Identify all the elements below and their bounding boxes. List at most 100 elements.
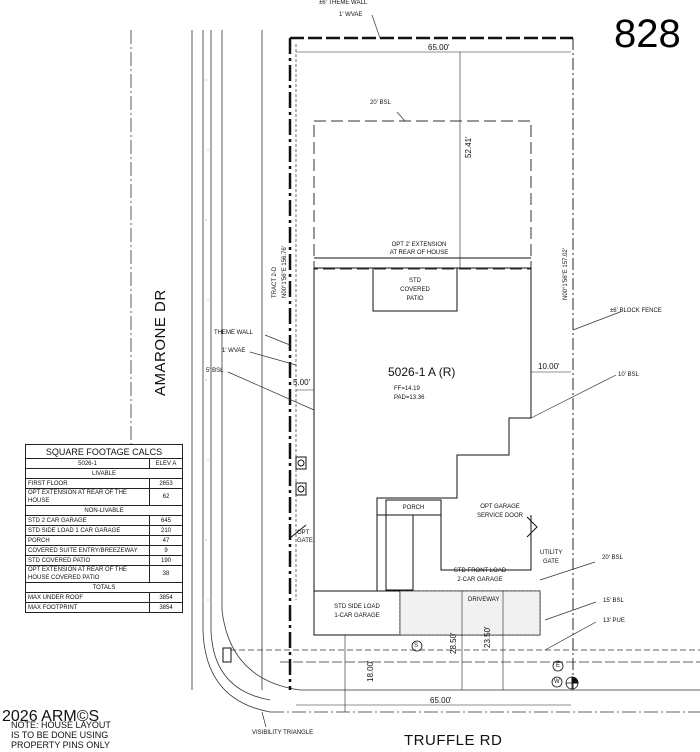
row-value: 3854 (149, 592, 183, 603)
row-label: MAX UNDER ROOF (25, 592, 150, 603)
wvae-left-label: 1' WVAE (222, 348, 246, 354)
ff-elevation: FF=14.19 (394, 386, 420, 392)
note-line-3: PROPERTY PINS ONLY (11, 740, 111, 750)
driveway-label: DRIVEWAY (468, 597, 500, 603)
side-load-line-1: STD SIDE LOAD (334, 604, 380, 610)
porch-label: PORCH (402, 505, 425, 511)
truffle-rd-label: TRUFFLE RD (404, 732, 503, 749)
row-value: 62 (149, 488, 183, 506)
property-boundary (288, 36, 574, 690)
note-line-2: IS TO BE DONE USING (11, 730, 109, 740)
rear-bsl-label: 20' BSL (370, 100, 391, 106)
east-line-bearing: N00°1'56"E 157.02' (563, 248, 569, 300)
row-value: 38 (149, 565, 183, 583)
table-row: STD 2 CAR GARAGE 645 (25, 515, 183, 526)
dimension-lines (296, 51, 571, 712)
west-line-bearing: N00°1'56"E 156.76' (282, 246, 288, 298)
table-title: SQUARE FOOTAGE CALCS (25, 444, 183, 459)
sidewalk-stipple (205, 79, 209, 601)
table-row: COVERED SUITE ENTRY/BREEZEWAY 9 (25, 545, 183, 556)
row-value: 2653 (149, 478, 183, 489)
copyright-watermark: 2026 ARM©S (2, 708, 100, 725)
row-label: OPT EXTENSION AT REAR OF THE HOUSE (25, 488, 150, 506)
bsl-right-label: 10' BSL (618, 372, 639, 378)
nonlivable-header: NON-LIVABLE (25, 505, 183, 516)
row-label: OPT EXTENSION AT REAR OF THE HOUSE COVER… (25, 565, 150, 583)
front-setback-dim: 18.00' (366, 660, 375, 682)
row-value: 210 (149, 525, 183, 536)
totals-header: TOTALS (25, 582, 183, 593)
square-footage-table: SQUARE FOOTAGE CALCS 5026-1 ELEV A LIVAB… (25, 444, 183, 613)
utility-boxes (222, 456, 307, 663)
opt-gate-line-2: GATE (297, 538, 313, 544)
utility-gate-line-1: UTILITY (540, 550, 563, 556)
electric-symbol: E (556, 663, 561, 669)
table-row: OPT EXTENSION AT REAR OF THE HOUSE COVER… (25, 565, 183, 583)
row-value: 9 (149, 545, 183, 556)
front-load-line-1: STD FRONT LOAD (453, 568, 507, 574)
truffle-street-lines (230, 649, 700, 713)
house-plan-label: 5026-1 A (R) (388, 365, 456, 379)
front-load-line-2: 2-CAR GARAGE (457, 577, 503, 583)
table-row: STD COVERED PATIO 190 (25, 555, 183, 566)
pue-label: 13' PUE (603, 618, 625, 624)
amarone-dr-label: AMARONE DR (152, 289, 169, 396)
driveway-depth-dim: 23.50' (483, 626, 492, 648)
opt-gate-line-1: OPT (297, 530, 310, 536)
opt-extension-label: OPT 2' EXTENSION (391, 242, 447, 248)
row-label: COVERED SUITE ENTRY/BREEZEWAY (25, 545, 150, 556)
patio-line-3: PATIO (406, 296, 424, 302)
water-symbol: W (554, 679, 560, 685)
row-label: PORCH (25, 535, 150, 546)
row-value: 190 (149, 555, 183, 566)
theme-wall-left-label: THEME WALL (214, 330, 253, 336)
leader-lines (227, 14, 621, 728)
row-label: STD 2 CAR GARAGE (25, 515, 150, 526)
tract-label: TRACT 2-D (272, 266, 278, 298)
table-plan: 5026-1 (25, 458, 150, 469)
top-width-dim: 65.00' (428, 43, 450, 52)
front-bsl-label: 20' BSL (602, 555, 623, 561)
rear-bsl-envelope (313, 120, 532, 270)
layout-note: NOTE: HOUSE LAYOUT IS TO BE DONE USING P… (11, 720, 111, 750)
driveway-pad (399, 590, 541, 636)
front-depth-dim: 28.50' (449, 632, 458, 654)
utility-symbols (411, 640, 579, 690)
table-elev: ELEV A (149, 458, 183, 469)
row-label: STD SIDE LOAD 1 CAR GARAGE (25, 525, 150, 536)
east-setback-dim: 10.00' (538, 362, 560, 371)
pad-elevation: PAD=13.36 (394, 395, 425, 401)
patio-line-1: STD (409, 278, 421, 284)
amarone-street-lines (130, 30, 301, 713)
table-row: MAX UNDER ROOF 3854 (25, 592, 183, 603)
table-row: MAX FOOTPRINT 3854 (25, 602, 183, 613)
at-rear-label: AT REAR OF HOUSE (389, 250, 449, 256)
sewer-symbol: S (414, 643, 419, 649)
lot-number: 828 (614, 12, 681, 56)
table-row: PORCH 47 (25, 535, 183, 546)
bsl-15-label: 15' BSL (603, 598, 624, 604)
wvae-top-label: 1' WVAE (339, 12, 363, 18)
row-value: 47 (149, 535, 183, 546)
utility-gate-line-2: GATE (543, 559, 559, 565)
theme-wall-top-label: ±6' THEME WALL (319, 0, 368, 6)
side-load-line-2: 1-CAR GARAGE (334, 613, 380, 619)
row-value: 645 (149, 515, 183, 526)
opt-garage-line-2: SERVICE DOOR (477, 513, 523, 519)
row-label: FIRST FLOOR (25, 478, 150, 489)
row-label: MAX FOOTPRINT (25, 602, 150, 613)
row-value: 3854 (149, 602, 183, 613)
livable-header: LIVABLE (25, 468, 183, 479)
block-fence-label: ±6' BLOCK FENCE (610, 308, 662, 314)
table-row: STD SIDE LOAD 1 CAR GARAGE 210 (25, 525, 183, 536)
row-label: STD COVERED PATIO (25, 555, 150, 566)
west-setback-dim: 5.00' (293, 378, 311, 387)
rear-depth-dim: 52.41' (464, 136, 473, 158)
note-line-1: NOTE: HOUSE LAYOUT (11, 720, 111, 730)
bottom-width-dim: 65.00' (430, 696, 452, 705)
bsl-left-label: 5' BSL (206, 368, 224, 374)
visibility-triangle-label: VISIBILITY TRIANGLE (252, 730, 314, 736)
patio-line-2: COVERED (400, 287, 430, 293)
opt-garage-line-1: OPT GARAGE (480, 504, 520, 510)
